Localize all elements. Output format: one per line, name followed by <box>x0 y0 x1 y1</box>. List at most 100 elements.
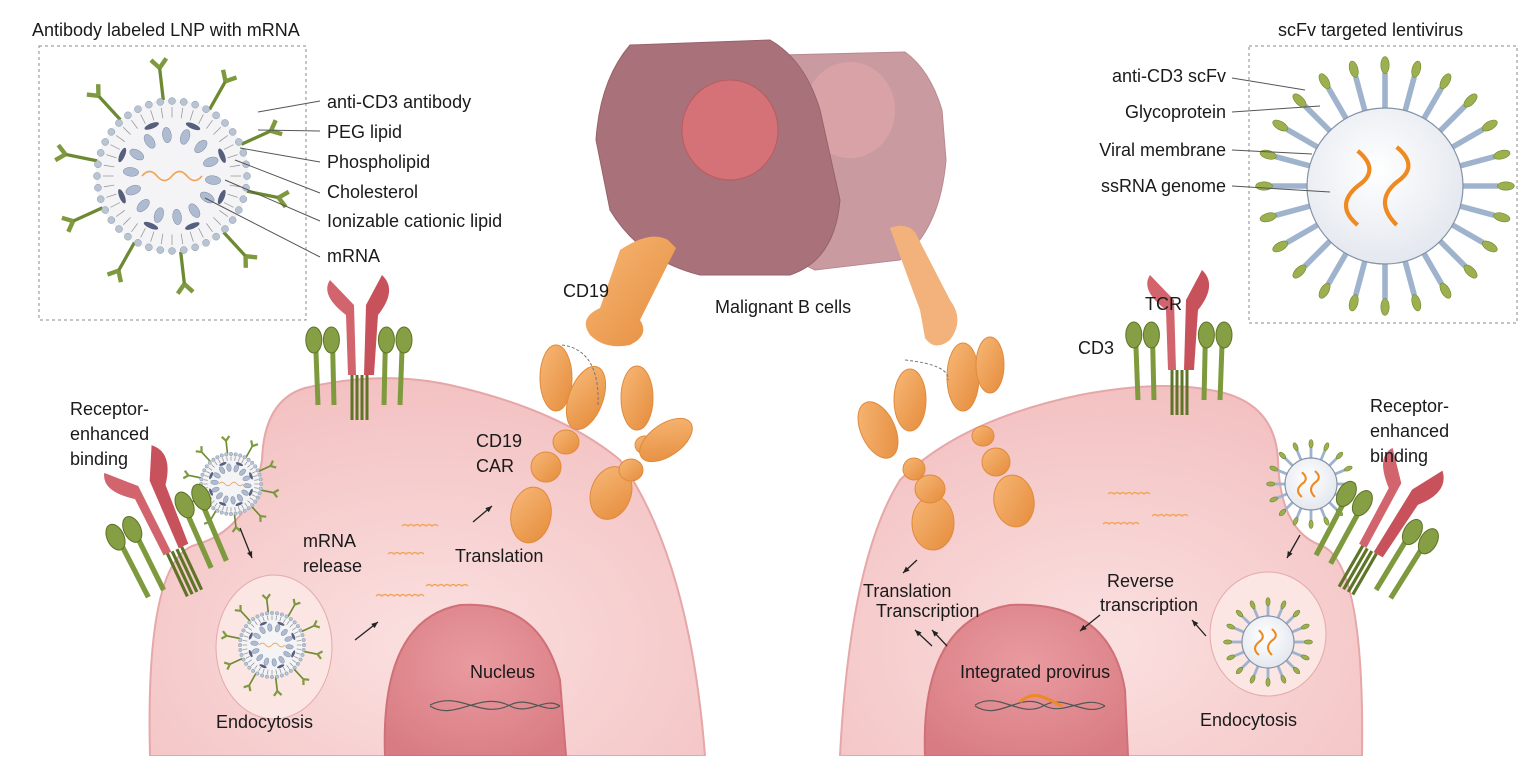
phospholipid-head <box>256 469 260 473</box>
left-mrna-label-line2: release <box>303 556 362 576</box>
car-domain <box>894 369 926 431</box>
phospholipid-head <box>180 98 187 105</box>
scfv <box>1278 451 1287 460</box>
phospholipid-head <box>275 675 279 679</box>
right-transcription-label: Transcription <box>876 601 979 621</box>
cd3-stalk <box>1204 345 1205 400</box>
tcr-label: TCR <box>1145 294 1182 314</box>
lnp-legend-label: PEG lipid <box>327 122 402 142</box>
glycoprotein <box>1328 254 1346 284</box>
cd3-domain <box>323 327 339 353</box>
glycoprotein <box>1287 129 1317 147</box>
phospholipid-head <box>168 97 175 104</box>
phospholipid-head <box>240 149 247 156</box>
phospholipid-head <box>108 217 115 224</box>
phospholipid-head <box>201 473 205 477</box>
cd3-zeta <box>1344 548 1368 589</box>
phospholipid-head <box>301 653 305 657</box>
phospholipid-head <box>115 226 122 233</box>
phospholipid-head <box>229 452 233 456</box>
phospholipid-head <box>239 638 243 642</box>
cd3-domain <box>1198 322 1214 348</box>
phospholipid-head <box>168 247 175 254</box>
scfv <box>1309 439 1313 447</box>
cd3-domain <box>1216 322 1232 348</box>
antibody-arm <box>196 451 202 452</box>
phospholipid-head <box>208 461 212 465</box>
scfv <box>1309 520 1313 528</box>
phospholipid-head <box>238 643 242 647</box>
scfv <box>1335 451 1344 460</box>
phospholipid-head <box>212 458 216 462</box>
provirus-label: Integrated provirus <box>960 662 1110 682</box>
phospholipid-head <box>258 473 262 477</box>
viral-membrane <box>1285 458 1337 510</box>
phospholipid-head <box>302 643 306 647</box>
scfv <box>1493 148 1511 160</box>
phospholipid-head <box>234 512 238 516</box>
lnp-leader-line <box>258 101 320 112</box>
antibody-arm <box>279 192 289 198</box>
left-endocytosis-label: Endocytosis <box>216 712 313 732</box>
lnp-legend-label: Ionizable cationic lipid <box>327 211 502 231</box>
scfv <box>1493 211 1511 223</box>
antibody-arm <box>303 679 309 680</box>
phospholipid-head <box>248 666 252 670</box>
phospholipid-head <box>259 482 263 486</box>
lnp-leader-line <box>240 148 320 162</box>
phospholipid-head <box>258 492 262 496</box>
lnp-legend-label: mRNA <box>327 246 380 266</box>
phospholipid-head <box>235 138 242 145</box>
phospholipid-head <box>222 119 229 126</box>
left-translation-label: Translation <box>455 546 543 566</box>
antibody-arm <box>222 437 226 441</box>
phospholipid-head <box>247 507 251 511</box>
phospholipid-head <box>222 226 229 233</box>
phospholipid-head <box>243 172 250 179</box>
scfv <box>1347 294 1359 312</box>
phospholipid-head <box>145 101 152 108</box>
phospholipid-head <box>108 128 115 135</box>
phospholipid-head <box>134 106 141 113</box>
phospholipid-head <box>94 161 101 168</box>
phospholipid-head <box>240 196 247 203</box>
phospholipid-head <box>203 469 207 473</box>
antibody-arm <box>68 221 73 232</box>
scfv <box>1259 148 1277 160</box>
glycoprotein <box>1405 77 1414 111</box>
malignant-b-cells: CD19 Malignant B cells <box>563 40 958 346</box>
scfv <box>1292 442 1299 451</box>
antibody-arm <box>246 256 258 257</box>
antibody-arm <box>151 60 160 68</box>
phospholipid-head <box>289 617 293 621</box>
phospholipid-head <box>229 128 236 135</box>
glycoprotein <box>1453 129 1483 147</box>
right-receptor-line2: enhanced <box>1370 421 1449 441</box>
phospholipid-head <box>240 653 244 657</box>
glycoprotein <box>1424 254 1442 284</box>
glycoprotein <box>1453 225 1483 243</box>
scfv <box>1347 60 1359 78</box>
glycoprotein <box>1405 261 1414 295</box>
cd3-stalk <box>316 350 318 405</box>
phospholipid-head <box>254 465 258 469</box>
cd3-stalk <box>384 350 385 405</box>
phospholipid-head <box>234 453 238 457</box>
lnp-legend-label: Cholesterol <box>327 182 418 202</box>
scfv <box>1304 640 1312 644</box>
scfv <box>1223 640 1231 644</box>
scfv <box>1292 517 1299 526</box>
phospholipid-head <box>260 613 264 617</box>
phospholipid-head <box>243 509 247 513</box>
phospholipid-head <box>216 509 220 513</box>
phospholipid-head <box>192 244 199 251</box>
scfv <box>1266 597 1270 605</box>
car-domain <box>915 475 945 503</box>
phospholipid-head <box>299 658 303 662</box>
car-domain <box>972 426 994 446</box>
right-endosome-virus <box>1223 597 1312 686</box>
phospholipid-head <box>256 496 260 500</box>
phospholipid-head <box>115 119 122 126</box>
antibody-arm <box>87 95 99 96</box>
scfv <box>1323 442 1330 451</box>
